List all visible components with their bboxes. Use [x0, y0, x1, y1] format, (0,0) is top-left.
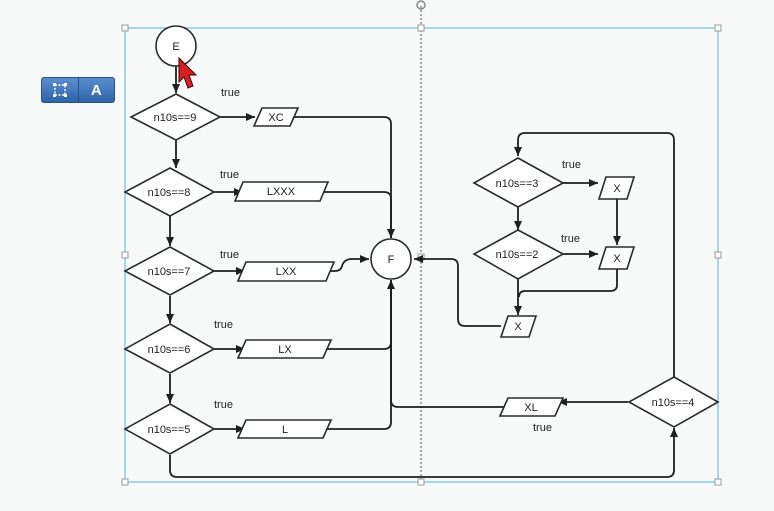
decision-label-3: n10s==3 — [496, 178, 539, 190]
output-x-upper[interactable] — [597, 176, 636, 200]
select-frame-button[interactable] — [42, 78, 78, 102]
output-label-x-middle: X — [613, 253, 621, 265]
edge-label-true: true — [214, 319, 233, 331]
edge-label-true: true — [221, 87, 240, 99]
decision-label-7: n10s==7 — [148, 266, 191, 278]
decision-n10s-8[interactable] — [123, 167, 216, 217]
decision-label-6: n10s==6 — [148, 344, 191, 356]
decision-n10s-6[interactable] — [123, 323, 216, 374]
rotate-handle-icon[interactable] — [416, 0, 426, 10]
join-node[interactable] — [370, 238, 412, 280]
select-frame-icon — [52, 83, 67, 97]
decision-label-2: n10s==2 — [496, 249, 539, 261]
output-label-l: L — [282, 424, 288, 436]
decision-n10s-7[interactable] — [123, 246, 216, 296]
output-lx[interactable] — [236, 339, 333, 359]
edge-label-true: true — [562, 159, 581, 171]
output-label-xl: XL — [524, 402, 537, 414]
edge-label-true: true — [214, 399, 233, 411]
output-x-middle[interactable] — [597, 246, 636, 270]
edges — [166, 66, 678, 478]
output-label-lxxx: LXXX — [267, 186, 296, 198]
edge-label-true: true — [220, 169, 239, 181]
mouse-cursor-icon — [178, 56, 198, 89]
decision-n10s-9[interactable] — [129, 93, 222, 141]
resize-handles[interactable] — [121, 24, 722, 486]
start-label: E — [172, 41, 179, 53]
output-x-lower[interactable] — [499, 315, 538, 338]
join-label: F — [388, 254, 395, 266]
text-tool-label: A — [90, 81, 102, 99]
edge-label-true: true — [561, 233, 580, 245]
decision-label-9: n10s==9 — [154, 112, 197, 124]
decision-label-5: n10s==5 — [148, 424, 191, 436]
decision-n10s-4[interactable] — [627, 376, 720, 428]
decision-n10s-2[interactable] — [472, 229, 565, 280]
output-label-x-upper: X — [613, 183, 621, 195]
output-label-xc: XC — [268, 112, 283, 124]
start-node[interactable] — [155, 25, 197, 67]
output-l[interactable] — [236, 419, 333, 439]
output-label-lxx: LXX — [276, 266, 297, 278]
output-lxx[interactable] — [236, 261, 336, 282]
decision-n10s-3[interactable] — [472, 157, 565, 208]
output-label-x-lower: X — [514, 321, 522, 333]
output-lxxx[interactable] — [233, 181, 330, 202]
output-label-lx: LX — [278, 344, 292, 356]
edge-label-true: true — [220, 249, 239, 261]
decision-label-4: n10s==4 — [652, 397, 695, 409]
edge-label-true: true — [533, 422, 552, 434]
text-tool-button[interactable]: A — [77, 78, 115, 102]
output-xc[interactable] — [252, 107, 300, 127]
decision-n10s-5[interactable] — [123, 403, 216, 455]
decision-label-8: n10s==8 — [148, 187, 191, 199]
floating-toolbar: A — [41, 77, 115, 103]
output-xl[interactable] — [498, 397, 565, 417]
